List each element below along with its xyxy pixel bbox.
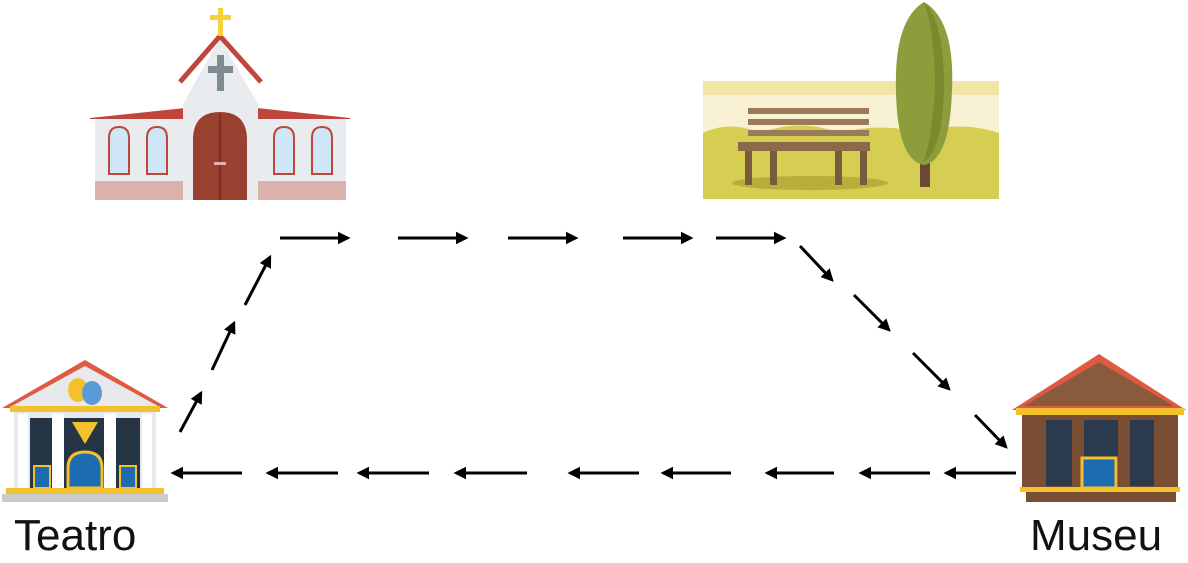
route-arrow — [911, 351, 951, 391]
route-arrow — [798, 244, 834, 282]
route-arrow — [973, 413, 1008, 449]
park-bench-icon — [703, 2, 999, 199]
route-arrow — [243, 254, 272, 306]
theater-icon — [2, 360, 168, 502]
theater-label: Teatro — [14, 511, 137, 560]
route-arrow — [178, 390, 203, 433]
museum-label: Museu — [1030, 511, 1163, 560]
route-arrows — [170, 231, 1016, 480]
church-icon — [90, 8, 350, 200]
route-arrow — [852, 293, 891, 332]
museum-icon — [1012, 354, 1186, 502]
route-arrow — [210, 320, 236, 371]
